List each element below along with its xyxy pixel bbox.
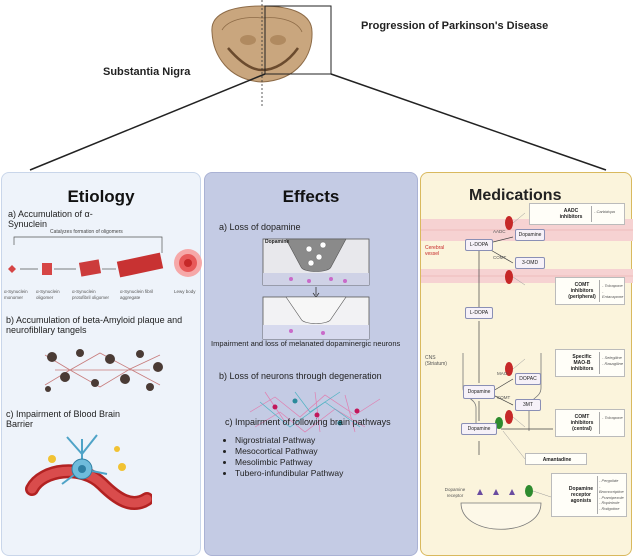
synuclein-stages-illustration xyxy=(8,236,202,278)
node-3omd: 3-OMD xyxy=(515,257,545,269)
aadc-label: AADC xyxy=(493,229,506,234)
drug-box-mao-b-inhibitors: Specific MAO-B inhibitors - Selegiline -… xyxy=(555,349,625,377)
effects-a-title: a) Loss of dopamine xyxy=(219,222,301,232)
drug-box-aadc-inhibitors: AADC inhibitors - Carbidopa xyxy=(529,203,625,225)
inhibitor-mao-dot xyxy=(505,362,513,376)
drug-name: COMT inhibitors (peripheral) xyxy=(568,282,596,300)
pathway-item: Mesolimbic Pathway xyxy=(235,457,425,468)
oligomer-icon xyxy=(42,263,52,275)
drug-box-comt-central: COMT inhibitors (central) - Tolcapone xyxy=(555,409,625,437)
stage-label-protofibril: α-Synuclein protofibril oligomer xyxy=(72,289,110,300)
agonist-dot xyxy=(525,485,533,497)
oligomer-arrow-label: Catalyzes formation of oligomers xyxy=(50,229,123,235)
drug-name: Amantadine xyxy=(542,457,572,463)
effects-panel: Effects a) Loss of dopamine Dopamine Imp… xyxy=(204,172,418,556)
drug-list-item: - Selegiline xyxy=(602,355,622,360)
bbb-illustration xyxy=(25,434,152,510)
protofibril-icon xyxy=(78,259,102,277)
drug-list: - Pergolide - Bromocriptine - Pramipexol… xyxy=(599,478,626,511)
etiology-c-title: c) Impairment of Blood Brain Barrier xyxy=(6,409,121,429)
drug-list-item: - Pramipexole xyxy=(599,494,624,500)
drug-list: - Selegiline - Rasagiline xyxy=(602,355,623,366)
node-dopamine-mid: Dopamine xyxy=(463,385,495,399)
drug-name: Dopamine receptor agonists xyxy=(568,486,594,504)
drug-list-item: - Carbidopa xyxy=(594,209,615,214)
drug-list-item: - Rasagiline xyxy=(602,360,624,366)
effects-c-title: c) Impairment of following brain pathway… xyxy=(225,417,391,427)
stage-label-fibril: α-Synuclein fibril aggregate xyxy=(120,289,154,300)
drug-box-amantadine: Amantadine xyxy=(525,453,587,465)
etiology-a-title: a) Accumulation of α-Synuclein xyxy=(8,209,93,229)
stage-label-monomer: α-Synuclein monomer xyxy=(4,289,28,300)
header-illustration xyxy=(29,0,607,171)
drug-list-item: - Tolcapone xyxy=(602,415,623,420)
node-ldopa-top: L-DOPA xyxy=(465,239,493,251)
node-dopamine-top: Dopamine xyxy=(515,229,545,241)
stage-label-oligomer: α-Synuclein oligomer xyxy=(36,289,60,300)
medications-title: Medications xyxy=(469,187,562,204)
amantadine-dot xyxy=(495,417,503,429)
plaque-tangle-illustration xyxy=(44,349,163,392)
drug-box-dopamine-agonists: Dopamine receptor agonists - Pergolide -… xyxy=(551,473,627,517)
etiology-panel: Etiology a) Accumulation of α-Synuclein … xyxy=(1,172,202,556)
drug-list-item: - Tolcapone xyxy=(602,283,623,288)
comt-label-mid: COMT xyxy=(497,395,511,400)
drug-name: COMT inhibitors (central) xyxy=(570,414,594,432)
effects-title: Effects xyxy=(282,187,340,206)
brain-label: Substantia Nigra xyxy=(103,66,191,78)
cerebral-vessel-label: Cerebral vessel xyxy=(425,245,445,257)
zoom-box xyxy=(264,5,332,75)
drug-box-comt-peripheral: COMT inhibitors (peripheral) - Tolcapone… xyxy=(555,277,625,305)
lewy-body-icon xyxy=(174,249,202,277)
drug-list-item: - Bromocriptine xyxy=(599,483,624,495)
etiology-title: Etiology xyxy=(67,187,135,206)
zoom-line-right xyxy=(330,73,607,171)
effects-a-caption: Impairment and loss of melanated dopamin… xyxy=(211,339,401,348)
comt-label-top: COMT xyxy=(493,255,507,260)
node-dopamine-low: Dopamine xyxy=(461,423,497,435)
mao-label: MAO- xyxy=(497,371,509,376)
receptor-label: Dopamine receptor xyxy=(444,487,466,498)
drug-list-item: - Ropinirole xyxy=(599,500,620,505)
stage-label-lewy: Lewy body xyxy=(174,289,196,294)
inhibitor-comt-central-dot xyxy=(505,410,513,424)
drug-list-item: - Entacapone xyxy=(602,288,624,300)
pathway-item: Tubero-infundibular Pathway xyxy=(235,468,425,479)
pathway-list: Nigrostriatal Pathway Mesocortical Pathw… xyxy=(221,435,425,479)
inhibitor-aadc-dot xyxy=(505,216,513,230)
node-dopac: DOPAC xyxy=(515,373,541,385)
node-3mt: 3MT xyxy=(515,399,541,411)
pathway-item: Nigrostriatal Pathway xyxy=(235,435,425,446)
drug-list-item: - Pergolide xyxy=(599,478,619,483)
medications-panel: Medications xyxy=(420,172,633,556)
node-ldopa-mid: L-DOPA xyxy=(465,307,493,319)
drug-name: Specific MAO-B inhibitors xyxy=(570,354,594,372)
pathway-item: Mesocortical Pathway xyxy=(235,446,425,457)
drug-list-item: - Rotigotine xyxy=(599,505,620,511)
effects-b-title: b) Loss of neurons through degeneration xyxy=(219,371,382,381)
neuron-degeneration-illustration xyxy=(249,391,381,433)
drug-name: AADC inhibitors xyxy=(559,208,583,220)
fibril-icon xyxy=(116,252,164,278)
monomer-icon xyxy=(8,265,16,273)
drug-list: - Tolcapone - Entacapone xyxy=(602,283,624,300)
synapse-illustration xyxy=(262,238,370,340)
zoom-line-left xyxy=(29,73,266,171)
inhibitor-comt-peripheral-dot xyxy=(505,270,513,284)
cns-label: CNS (Striatum) xyxy=(425,355,447,367)
header-title: Progression of Parkinson's Disease xyxy=(361,20,549,32)
etiology-b-title: b) Accumulation of beta-Amyloid plaque a… xyxy=(6,315,183,335)
dopamine-label: Dopamine xyxy=(265,239,290,245)
